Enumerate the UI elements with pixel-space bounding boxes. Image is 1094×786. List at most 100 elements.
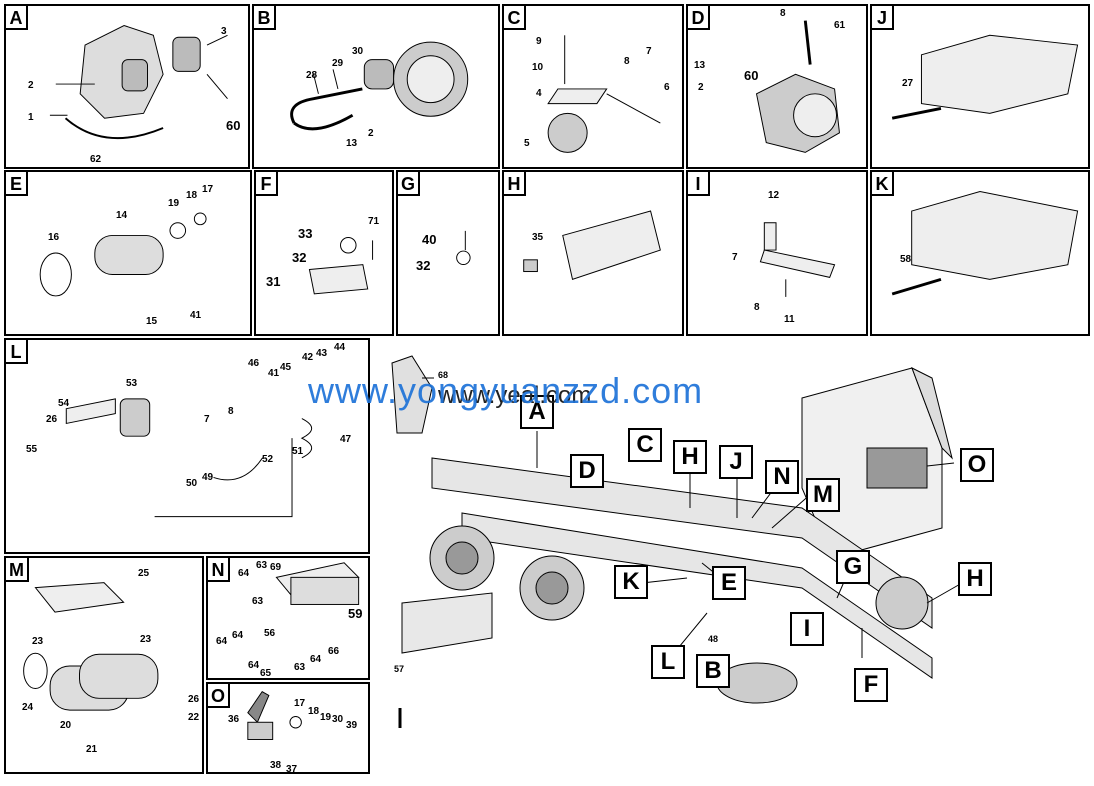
part-number: 1 bbox=[28, 112, 34, 123]
part-number: 46 bbox=[248, 358, 260, 369]
panel-n-label: N bbox=[208, 558, 230, 582]
watermark: www.yongyuanzzd.com bbox=[308, 370, 704, 411]
part-number: 57 bbox=[394, 664, 405, 674]
part-number: 41 bbox=[268, 368, 280, 379]
part-number: 23 bbox=[140, 634, 152, 645]
part-number: 25 bbox=[138, 568, 150, 579]
part-number: 14 bbox=[116, 210, 128, 221]
callout-h-bottom: H bbox=[958, 562, 992, 596]
part-number: 60 bbox=[744, 68, 759, 83]
callout-h-top: H bbox=[673, 440, 707, 474]
panel-k-drawing bbox=[891, 191, 1079, 296]
chassis-drawing bbox=[391, 355, 963, 728]
part-number: 9 bbox=[536, 36, 542, 47]
part-number: 71 bbox=[368, 216, 380, 227]
panel-i: I 12 7 8 11 bbox=[686, 170, 868, 336]
part-number: 18 bbox=[308, 706, 320, 717]
part-number: 6 bbox=[664, 82, 670, 93]
part-number: 64 bbox=[310, 654, 322, 665]
panel-e: E 18 17 14 19 16 15 41 bbox=[4, 170, 252, 336]
panel-k-label: K bbox=[872, 172, 894, 196]
part-number: 28 bbox=[306, 70, 318, 81]
part-number: 68 bbox=[438, 370, 449, 380]
part-number: 64 bbox=[238, 568, 250, 579]
panel-k: K 58 bbox=[870, 170, 1090, 336]
part-number: 10 bbox=[532, 62, 544, 73]
part-number: 20 bbox=[60, 720, 72, 731]
part-number: 4 bbox=[536, 88, 542, 99]
panel-b-label: B bbox=[254, 6, 276, 30]
callout-g: G bbox=[836, 550, 870, 584]
part-number: 11 bbox=[784, 314, 795, 325]
part-number: 18 bbox=[186, 190, 198, 201]
panel-j-label: J bbox=[872, 6, 894, 30]
watermark-overlay: www.yeal.com bbox=[438, 382, 592, 409]
part-number: 56 bbox=[264, 628, 276, 639]
part-number: 50 bbox=[186, 478, 198, 489]
panel-c-label: C bbox=[504, 6, 526, 30]
part-number: 31 bbox=[266, 274, 281, 289]
panel-l: L 46 45 41 42 43 44 53 54 26 55 7 8 47 5… bbox=[4, 338, 370, 554]
part-number: 3 bbox=[221, 26, 227, 37]
panel-g: G 40 32 bbox=[396, 170, 500, 336]
part-number: 65 bbox=[260, 668, 272, 679]
part-number: 59 bbox=[348, 606, 363, 621]
panel-f-drawing bbox=[308, 236, 374, 295]
panel-f: F 71 33 32 31 bbox=[254, 170, 394, 336]
panel-g-drawing bbox=[456, 230, 471, 266]
callout-o: O bbox=[960, 448, 994, 482]
part-number: 8 bbox=[780, 8, 786, 19]
part-number: 41 bbox=[190, 310, 202, 321]
part-number: 35 bbox=[532, 232, 544, 243]
panel-c-drawing bbox=[547, 35, 661, 153]
part-number: 29 bbox=[332, 58, 344, 69]
callout-a: A bbox=[520, 395, 554, 429]
part-number: 7 bbox=[646, 46, 652, 57]
part-number: 13 bbox=[694, 60, 706, 71]
panel-m: M 25 23 23 24 20 21 26 22 bbox=[4, 556, 204, 774]
panel-j-drawing bbox=[891, 34, 1079, 120]
callout-c: C bbox=[628, 428, 662, 462]
panel-d: D 8 61 13 60 2 bbox=[686, 4, 868, 169]
part-number: 17 bbox=[294, 698, 306, 709]
part-number: 12 bbox=[768, 190, 780, 201]
part-number: 15 bbox=[146, 316, 158, 327]
panel-g-label: G bbox=[398, 172, 421, 196]
part-number: 19 bbox=[320, 712, 332, 723]
part-number: 48 bbox=[708, 634, 719, 644]
panel-l-drawing bbox=[65, 398, 313, 518]
panel-e-label: E bbox=[6, 172, 28, 196]
panel-h-drawing bbox=[523, 210, 661, 280]
part-number: 32 bbox=[416, 258, 431, 273]
panel-o-label: O bbox=[208, 684, 231, 708]
part-number: 8 bbox=[754, 302, 760, 313]
part-number: 36 bbox=[228, 714, 240, 725]
callout-e: E bbox=[712, 566, 746, 600]
part-number: 16 bbox=[48, 232, 60, 243]
panel-i-label: I bbox=[688, 172, 710, 196]
part-number: 63 bbox=[252, 596, 264, 607]
panel-j: J 27 bbox=[870, 4, 1090, 169]
callout-j: J bbox=[719, 445, 753, 479]
part-number: 2 bbox=[368, 128, 374, 139]
panel-a-label: A bbox=[6, 6, 28, 30]
panel-m-drawing bbox=[23, 582, 159, 711]
part-number: 49 bbox=[202, 472, 214, 483]
callout-m: M bbox=[806, 478, 840, 512]
callout-b: B bbox=[696, 654, 730, 688]
part-number: 17 bbox=[202, 184, 214, 195]
part-number: 63 bbox=[294, 662, 306, 673]
part-number: 64 bbox=[248, 660, 260, 671]
part-number: 42 bbox=[302, 352, 314, 363]
callout-l: L bbox=[651, 645, 685, 679]
part-number: 5 bbox=[524, 138, 530, 149]
panel-o: O 17 18 19 30 39 36 38 37 bbox=[206, 682, 370, 774]
part-number: 24 bbox=[22, 702, 34, 713]
part-number: 13 bbox=[346, 138, 358, 149]
part-number: 45 bbox=[280, 362, 292, 373]
part-number: 52 bbox=[262, 454, 274, 465]
part-number: 54 bbox=[58, 398, 70, 409]
part-number: 2 bbox=[28, 80, 34, 91]
panel-l-label: L bbox=[6, 340, 28, 364]
part-number: 44 bbox=[334, 342, 346, 353]
